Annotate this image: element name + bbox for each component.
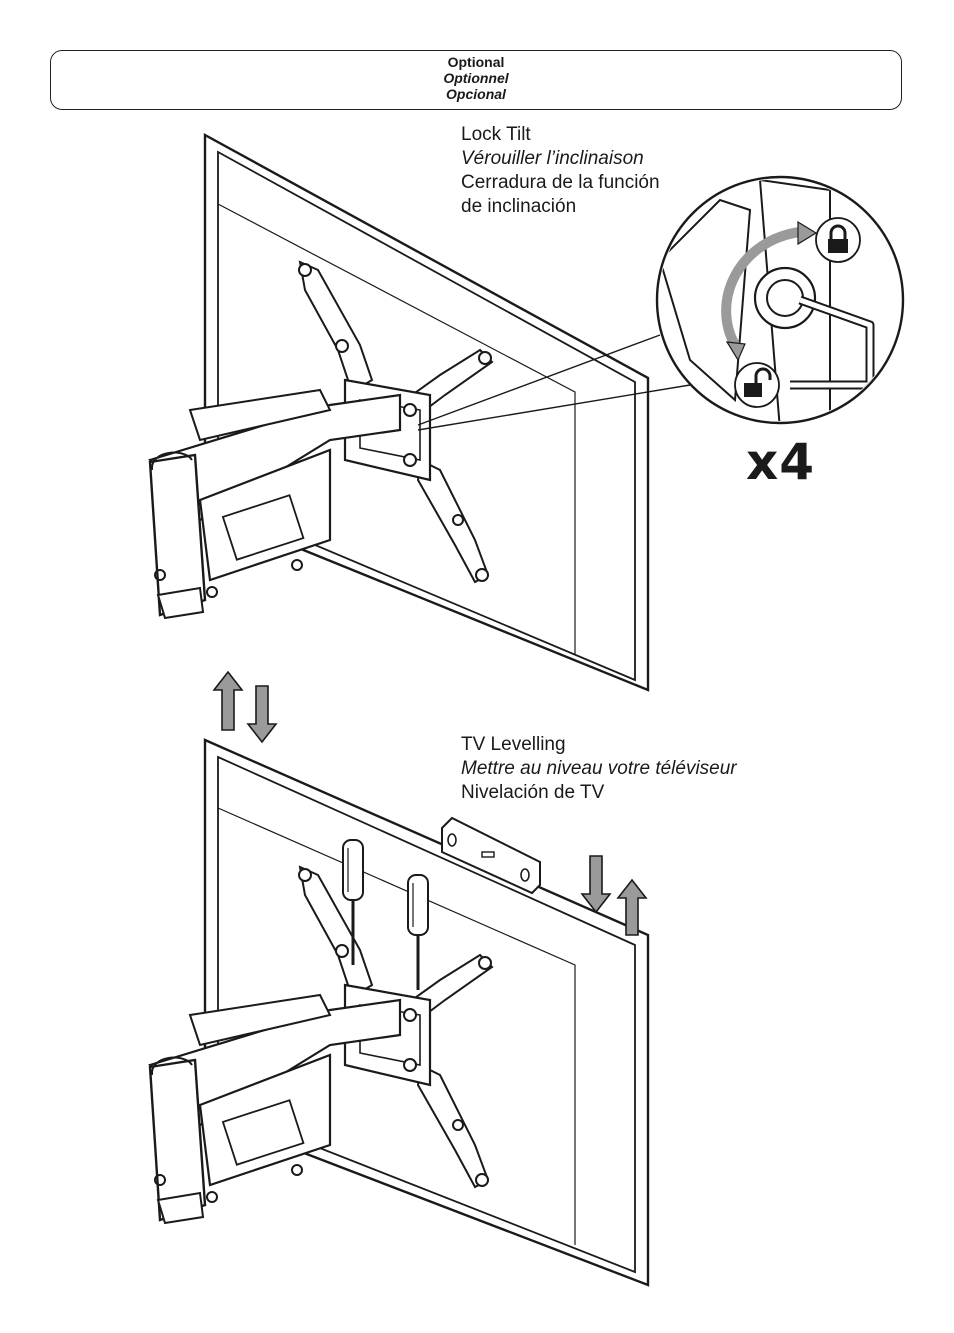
- screwdriver-right: [407, 874, 429, 990]
- optional-label-es: Opcional: [446, 86, 506, 102]
- tv-levelling-en: TV Levelling: [461, 734, 566, 755]
- padlock-closed-icon: [815, 217, 861, 263]
- up-down-arrows-left: [212, 670, 278, 744]
- tv-levelling-es: Nivelación de TV: [461, 782, 605, 803]
- up-down-arrows-right: [580, 855, 648, 936]
- zoom-leader-lines: [417, 334, 691, 431]
- lock-tilt-fr: Vérouiller l’inclinaison: [461, 148, 644, 169]
- optional-header: Optional Optionnel Opcional: [50, 50, 902, 110]
- padlock-open-icon: [734, 362, 780, 408]
- lock-tilt-es-1: Cerradura de la función: [461, 172, 660, 193]
- tv-levelling-fr: Mettre au niveau votre téléviseur: [461, 758, 737, 779]
- quantity-x4: x4: [746, 433, 816, 491]
- screwdriver-left: [342, 839, 364, 965]
- zoom-detail-circle: [655, 175, 905, 425]
- lock-tilt-en: Lock Tilt: [461, 124, 531, 145]
- spirit-level-tool: [441, 816, 541, 895]
- optional-label-fr: Optionnel: [443, 70, 509, 86]
- lock-tilt-es-2: de inclinación: [461, 196, 577, 217]
- tv-levelling-label: TV Levelling Mettre au niveau votre télé…: [461, 733, 737, 805]
- optional-label-en: Optional: [447, 54, 505, 70]
- lock-tilt-label: Lock Tilt Vérouiller l’inclinaison Cerra…: [461, 123, 660, 219]
